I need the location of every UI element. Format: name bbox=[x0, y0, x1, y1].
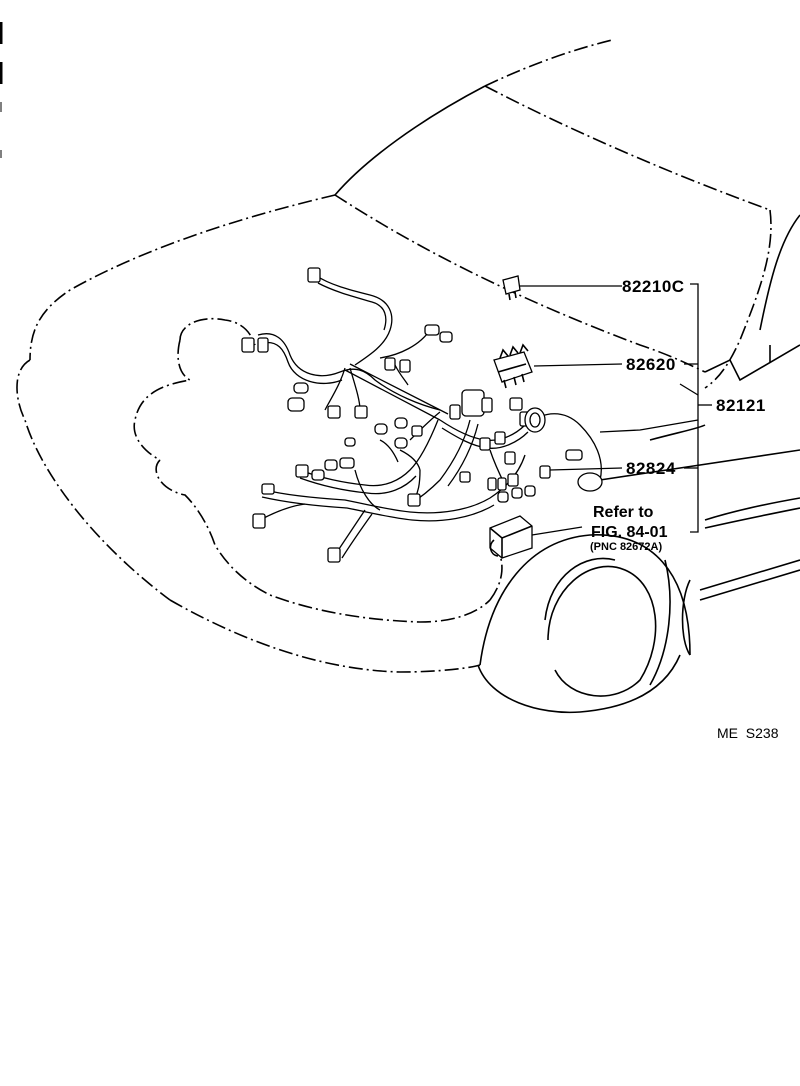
reference-line-2: FIG. 84-01 bbox=[591, 524, 668, 541]
part-number-82620: 82620 bbox=[626, 355, 676, 374]
reference-line-3: (PNC 82672A) bbox=[590, 541, 662, 553]
connector-icon bbox=[241, 267, 603, 563]
wire-harness-icon bbox=[257, 274, 602, 559]
part-number-82121: 82121 bbox=[716, 396, 766, 415]
leader-lines bbox=[520, 283, 712, 536]
relay-icon bbox=[502, 275, 521, 301]
ecu-bracket-icon bbox=[489, 515, 533, 559]
reference-line-1: Refer to bbox=[593, 504, 654, 521]
junction-block-icon bbox=[493, 343, 533, 389]
part-number-82824: 82824 bbox=[626, 459, 676, 478]
part-number-82210c: 82210C bbox=[622, 277, 685, 296]
vehicle-body-outline bbox=[16, 39, 800, 714]
figure-code: ME S238 bbox=[717, 725, 779, 741]
